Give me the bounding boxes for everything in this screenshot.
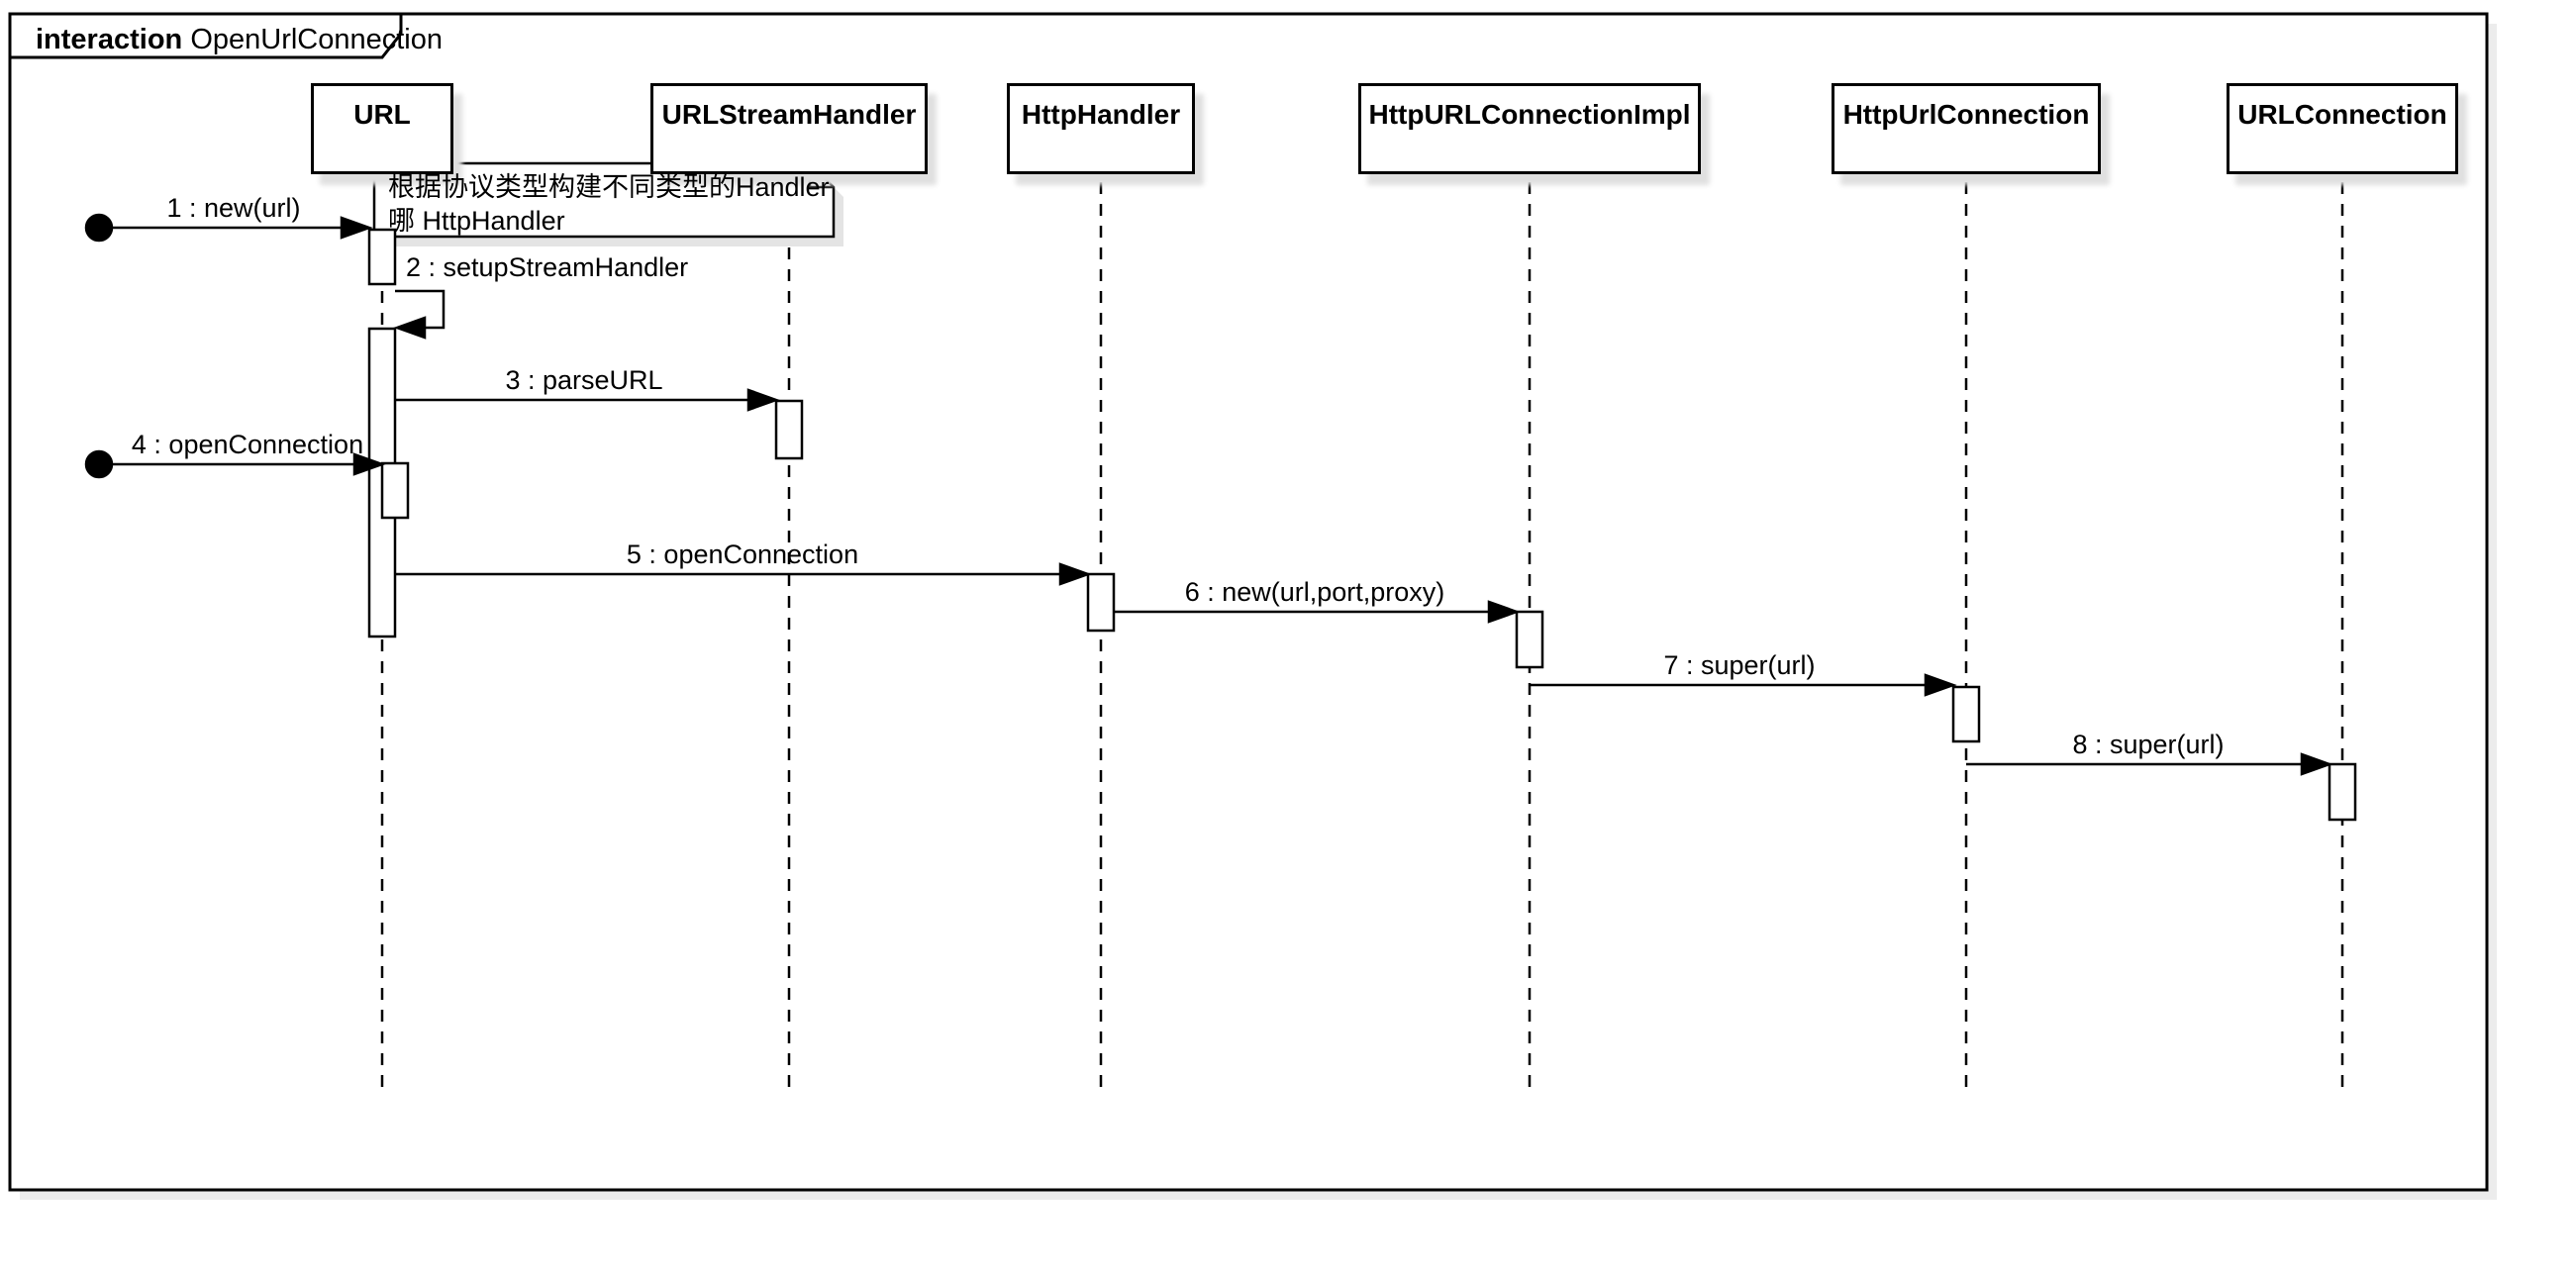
lifeline-name: HttpURLConnectionImpl: [1368, 99, 1691, 130]
frame-title-keyword: interaction: [36, 24, 183, 55]
lifeline-header-url: URL: [311, 83, 453, 174]
lifeline-header-urlstreamhandler: URLStreamHandler: [650, 83, 928, 174]
start-circle-2: [84, 449, 114, 479]
activation-bar-urlconnection: [2328, 762, 2357, 822]
message-5-label: 5 : openConnection: [626, 539, 859, 569]
message-5-arrowhead-icon: [1058, 562, 1092, 586]
note-text-line-1: 根据协议类型构建不同类型的Handler: [388, 172, 830, 202]
activation-bar-httphandler: [1086, 572, 1116, 633]
message-2-arrowhead-icon: [393, 316, 427, 340]
lifeline-name: URLStreamHandler: [661, 99, 917, 130]
message-3-arrowhead-icon: [746, 388, 780, 412]
start-circle-1: [84, 213, 114, 243]
activation-bar-url-nested: [380, 461, 410, 520]
message-8-arrowhead-icon: [2300, 752, 2333, 776]
lifeline-header-httpurlconnection: HttpUrlConnection: [1832, 83, 2101, 174]
activation-bar-httpurlconnectionimpl: [1515, 610, 1544, 669]
frame-title-name: OpenUrlConnection: [190, 24, 444, 55]
lifeline-header-urlconnection: URLConnection: [2227, 83, 2458, 174]
message-8-label: 8 : super(url): [2072, 730, 2225, 759]
messages-group: [84, 213, 2333, 776]
lifeline-header-httpurlconnectionimpl: HttpURLConnectionImpl: [1358, 83, 1701, 174]
note-text: 根据协议类型构建不同类型的Handler 哪 HttpHandler: [388, 170, 830, 238]
message-3-label: 3 : parseURL: [505, 365, 663, 395]
message-4-arrowhead-icon: [352, 452, 386, 476]
message-7-arrowhead-icon: [1924, 673, 1957, 697]
message-6-arrowhead-icon: [1487, 600, 1521, 624]
lifeline-name: HttpHandler: [1021, 99, 1181, 130]
message-4-label: 4 : openConnection: [131, 430, 364, 459]
message-2-selfcall-line: [395, 289, 446, 330]
frame-title: interaction OpenUrlConnection: [36, 25, 443, 54]
message-7-label: 7 : super(url): [1663, 650, 1816, 680]
message-6-label: 6 : new(url,port,proxy): [1184, 577, 1445, 607]
lifeline-name: URLConnection: [2237, 99, 2447, 130]
lifeline-name: URL: [353, 99, 411, 130]
frame-title-tab: [8, 12, 403, 59]
activation-bar-url-1: [367, 228, 397, 286]
lifeline-header-httphandler: HttpHandler: [1007, 83, 1195, 174]
message-1-arrowhead-icon: [340, 216, 373, 240]
activation-bar-urlstreamhandler: [774, 399, 804, 460]
lifeline-name: HttpUrlConnection: [1842, 99, 2090, 130]
activation-bar-httpurlconnection: [1951, 685, 1981, 743]
note-text-line-2: 哪 HttpHandler: [388, 206, 565, 236]
message-1-label: 1 : new(url): [166, 193, 301, 223]
activation-bars-group: [367, 228, 2357, 822]
message-2-label: 2 : setupStreamHandler: [406, 252, 689, 282]
